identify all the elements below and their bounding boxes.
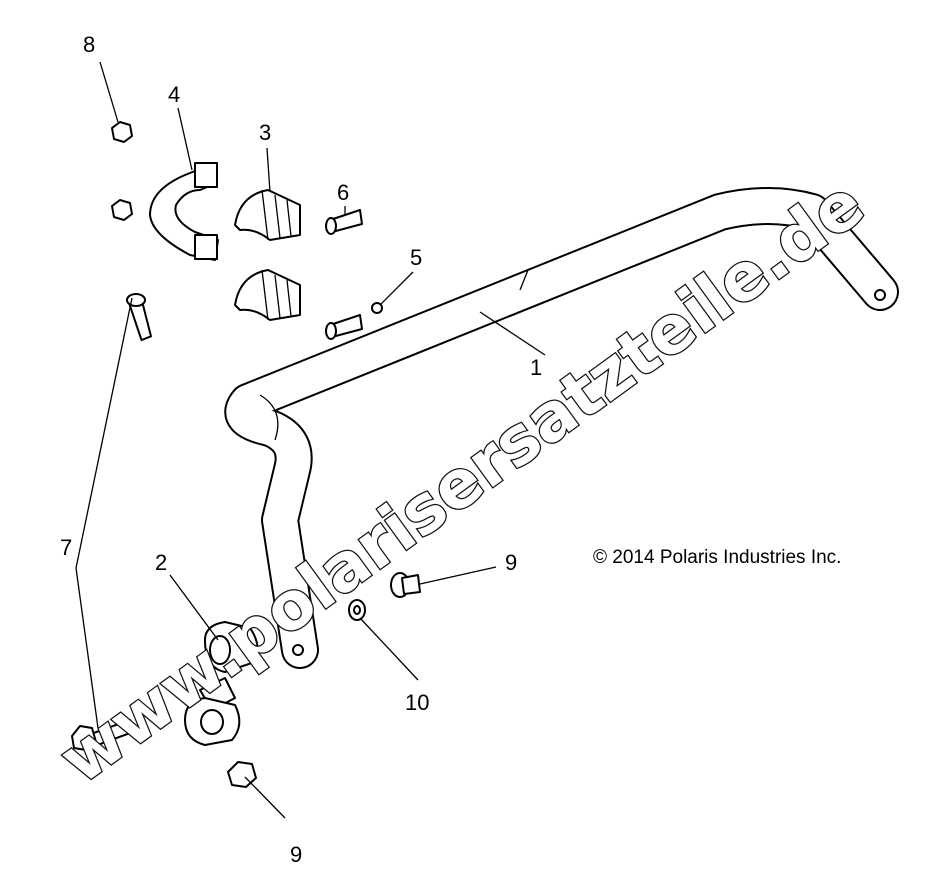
callout-7: 7 <box>60 535 72 560</box>
callout-6: 6 <box>337 180 349 205</box>
washer-part-10 <box>348 599 366 621</box>
bushing-part-3 <box>234 189 301 321</box>
callout-1: 1 <box>530 355 542 380</box>
nut-part-8 <box>111 121 133 221</box>
watermark: www.polarisersatzteile.de <box>46 165 878 799</box>
callout-8: 8 <box>83 32 95 57</box>
callout-9-bottom: 9 <box>290 842 302 867</box>
stabilizer-bar <box>224 187 899 669</box>
flange-nut-part-9 <box>390 572 421 598</box>
pin-part-6 <box>325 209 363 340</box>
callout-10: 10 <box>405 690 429 715</box>
callout-3: 3 <box>259 120 271 145</box>
callout-9-right: 9 <box>505 550 517 575</box>
callout-5: 5 <box>410 245 422 270</box>
link-part-2 <box>184 621 259 746</box>
clamp-part-4 <box>149 162 219 261</box>
leader-lines <box>75 61 546 819</box>
bolt-part-7 <box>71 293 153 751</box>
callout-2: 2 <box>155 550 167 575</box>
callout-4: 4 <box>168 82 180 107</box>
grease-fitting-part-5 <box>371 302 383 314</box>
copyright-notice: © 2014 Polaris Industries Inc. <box>593 547 841 568</box>
